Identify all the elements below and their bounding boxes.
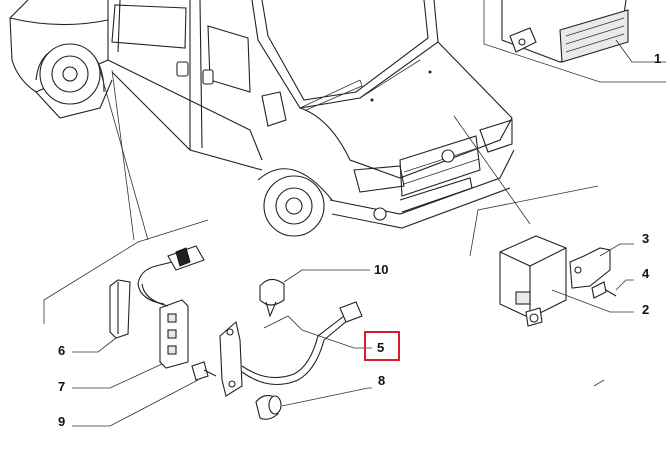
- part-10-grommet: [259, 269, 370, 318]
- callout-2: 2: [642, 302, 650, 317]
- part-6-clip: [72, 279, 131, 353]
- part-1-control-unit: [483, 0, 666, 83]
- callout-1: 1: [654, 51, 662, 66]
- part-9-bolt: [72, 361, 217, 427]
- callout-8: 8: [378, 373, 386, 388]
- part-8-plug: [255, 387, 372, 420]
- callout-4: 4: [642, 266, 650, 281]
- callout-10: 10: [374, 262, 389, 277]
- highlight-box-part-5: [364, 331, 400, 361]
- callout-6: 6: [58, 343, 66, 358]
- part-4-screw: [591, 279, 634, 299]
- part-3-bracket: [569, 243, 634, 289]
- part-5-wiring-harness: [219, 301, 372, 397]
- van-illustration: [9, 0, 531, 241]
- callout-9: 9: [58, 414, 66, 429]
- callout-5: 5: [377, 340, 385, 355]
- part-7-sensor: [72, 245, 205, 389]
- callout-3: 3: [642, 231, 650, 246]
- callout-7: 7: [58, 379, 66, 394]
- part-2-module: [499, 235, 634, 327]
